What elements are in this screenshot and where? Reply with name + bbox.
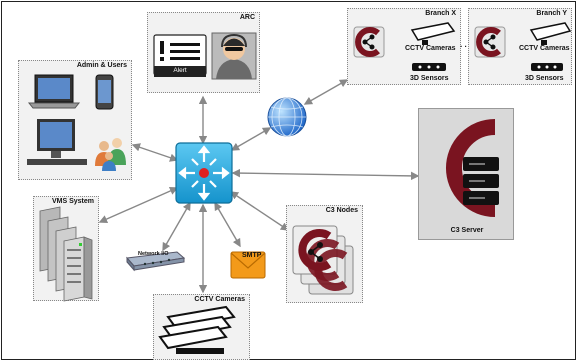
server-rack-icon	[463, 157, 499, 205]
laptop-icon	[27, 74, 81, 109]
link-smtp	[214, 201, 241, 248]
branch-y-sensors-label: 3D Sensors	[525, 75, 564, 82]
c3-node-icon	[292, 225, 354, 295]
c3-nodes-panel: C3 Nodes	[286, 205, 363, 303]
branch-x-sensors-label: 3D Sensors	[410, 75, 449, 82]
cctv-cameras-graphic	[158, 305, 236, 354]
link-vms	[98, 186, 179, 224]
branch-y-graphic	[474, 22, 572, 71]
link-server	[231, 168, 420, 181]
branch-y-title: Branch Y	[536, 10, 567, 17]
link-globe-branch	[303, 79, 349, 105]
admin-users-graphic	[27, 74, 126, 171]
admin-users-panel: Admin & Users	[18, 60, 132, 180]
users-icon	[95, 138, 126, 171]
vms-system-panel: VMS System	[33, 196, 99, 302]
arc-graphic	[153, 32, 257, 80]
operator-icon	[211, 32, 257, 80]
link-c3-nodes	[229, 191, 290, 231]
branch-y-panel: Branch Y CCTV Cameras 3D Sensors	[468, 8, 572, 85]
branch-y-cameras-label: CCTV Cameras	[519, 45, 570, 52]
exclamation-icon	[160, 41, 164, 54]
cctv-cameras-panel: CCTV Cameras	[153, 294, 250, 360]
ellipsis: . .	[460, 40, 467, 49]
arc-title: ARC	[239, 14, 255, 21]
cctv-camera-icon	[158, 325, 228, 350]
3d-sensor-icon	[531, 63, 563, 71]
3d-sensor-icon	[412, 63, 446, 71]
link-network-io	[162, 201, 191, 252]
c3-logo-icon	[353, 26, 385, 58]
branch-x-panel: Branch X CCTV Cameras 3D Sensors	[347, 8, 461, 85]
c3-logo-icon	[474, 26, 506, 58]
c3-nodes-graphic	[292, 225, 354, 295]
link-globe	[230, 127, 272, 151]
vms-servers-icon	[39, 206, 93, 302]
vms-system-title: VMS System	[51, 198, 94, 205]
cctv-camera-icon	[410, 22, 456, 45]
smartphone-icon	[95, 74, 114, 110]
branch-x-title: Branch X	[425, 10, 456, 17]
desktop-icon	[27, 119, 87, 165]
c3-logo-icon	[446, 119, 496, 217]
alert-bar	[154, 66, 206, 77]
c3-nodes-title: C3 Nodes	[325, 207, 358, 214]
link-admin	[131, 143, 179, 162]
smtp-label: SMTP	[242, 252, 262, 259]
branch-x-cameras-label: CCTV Cameras	[405, 45, 456, 52]
branch-x-graphic	[353, 22, 456, 71]
admin-users-title: Admin & Users	[76, 62, 127, 69]
c3-server-title: C3 Server	[450, 227, 484, 234]
c3-server-graphic	[446, 119, 499, 217]
alert-label: Alert	[173, 67, 187, 74]
network-io-label: Network I/O	[138, 251, 169, 257]
cctv-camera-icon	[529, 22, 572, 45]
arc-panel: ARC Alert	[147, 12, 260, 93]
cctv-cameras-title: CCTV Cameras	[194, 296, 245, 303]
c3-server-panel: C3 Server	[418, 108, 514, 240]
